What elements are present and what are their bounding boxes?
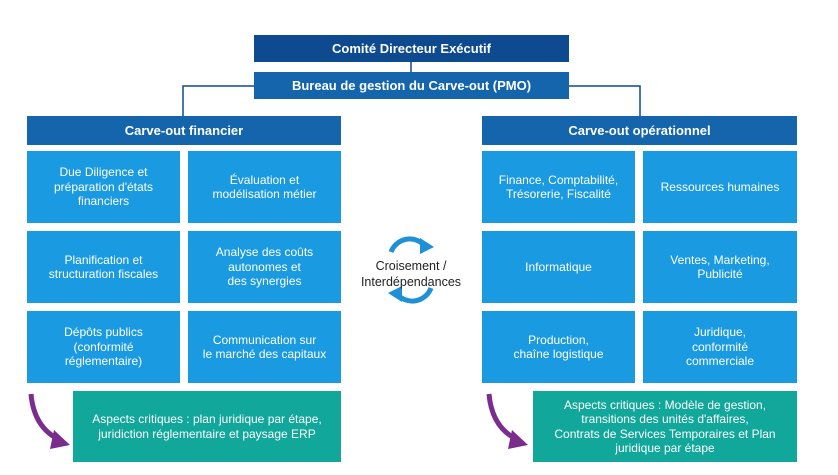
right-cell-3: Informatique [482, 231, 635, 303]
right-column-title: Carve-out opérationnel [482, 116, 797, 145]
pmo-box: Bureau de gestion du Carve-out (PMO) [254, 72, 569, 99]
connector-right [567, 85, 641, 116]
left-cell-1: Due Diligence et préparation d'états fin… [27, 151, 180, 223]
right-cell-6: Juridique, conformité commerciale [643, 311, 797, 383]
right-cell-2: Ressources humaines [643, 151, 797, 223]
right-critical-aspects: Aspects critiques : Modèle de gestion, t… [533, 391, 797, 462]
left-column-title: Carve-out financier [27, 116, 341, 145]
cycle-arrows-icon [388, 236, 434, 304]
right-cell-5: Production, chaîne logistique [482, 311, 635, 383]
left-cell-6: Communication sur le marché des capitaux [188, 311, 341, 383]
left-cell-4: Analyse des coûts autonomes et des syner… [188, 231, 341, 303]
interdependencies-label: Croisement / Interdépendances [360, 259, 462, 289]
left-cell-2: Évaluation et modélisation métier [188, 151, 341, 223]
right-cell-1: Finance, Comptabilité, Trésorerie, Fisca… [482, 151, 635, 223]
executive-committee-box: Comité Directeur Exécutif [254, 35, 569, 62]
connector-left [182, 85, 255, 116]
curved-arrow-icon [28, 393, 70, 449]
curved-arrow-icon [486, 393, 528, 449]
left-cell-5: Dépôts publics (conformité réglementaire… [27, 311, 180, 383]
left-critical-aspects: Aspects critiques : plan juridique par é… [73, 391, 341, 462]
left-cell-3: Planification et structuration fiscales [27, 231, 180, 303]
right-cell-4: Ventes, Marketing, Publicité [643, 231, 797, 303]
